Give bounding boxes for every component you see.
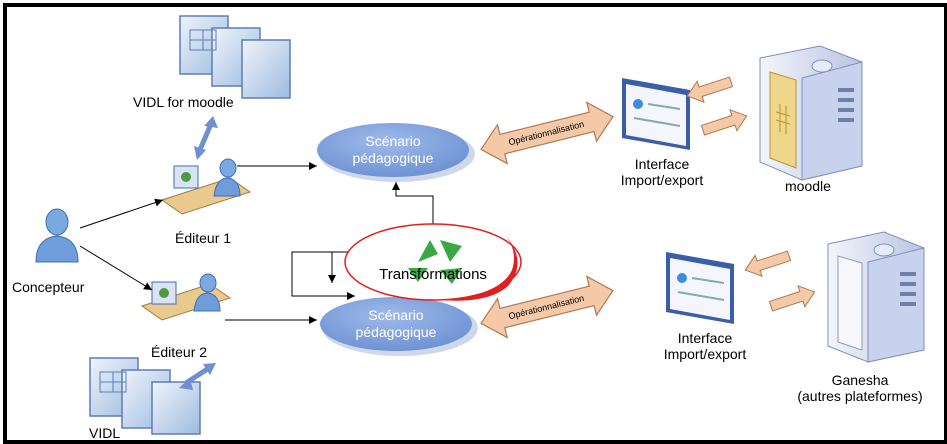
ganesha-label: Ganesha (autres plateformes): [780, 372, 940, 404]
interface-to-moodle-arrow: [700, 109, 748, 136]
interface2-window-icon: [666, 252, 734, 324]
interface1-label-line1: Interface: [634, 156, 690, 172]
connector-loop-scenario2: [291, 251, 362, 300]
scenario2-label-line2: pédagogique: [356, 324, 437, 340]
editor2-desk-icon: [140, 273, 232, 321]
interface-to-ganesha-arrow: [768, 285, 816, 312]
connector-concepteur-editor2: [79, 245, 153, 291]
moodle-server-icon: [759, 45, 863, 181]
ganesha-server-icon: [827, 231, 925, 363]
moodle-label: moodle: [785, 178, 831, 194]
concepteur-label: Concepteur: [12, 279, 85, 295]
connector-concepteur-editor1: [79, 198, 164, 229]
transformations-swoosh: [344, 223, 522, 301]
vidl-moodle-label: VIDL for moodle: [133, 94, 234, 110]
editor2-vidl-arrow: [179, 363, 216, 390]
interface1-window-icon: [622, 78, 690, 150]
vidl-moodle-editor1-arrow: [194, 116, 218, 160]
operationnalisation1-arrow: [480, 101, 614, 165]
diagram-border: [3, 3, 947, 444]
scenario1-node: [317, 123, 475, 182]
transformations-label: Transformations: [379, 266, 487, 283]
scenario2-node: [320, 297, 478, 356]
moodle-to-interface-arrow: [686, 76, 734, 103]
interface2-label-line2: Import/export: [663, 346, 747, 362]
interface2-label: Interface Import/export: [655, 330, 755, 362]
operationnalisation2-arrow: [480, 275, 614, 339]
editor1-desk-icon: [160, 158, 252, 215]
ganesha-label-line1: Ganesha: [831, 372, 889, 388]
vidl-moodle-documents-icon: [179, 15, 291, 99]
ganesha-to-interface-arrow: [744, 250, 792, 277]
interface2-label-line1: Interface: [677, 330, 733, 346]
scenario1-label-line1: Scénario: [365, 133, 420, 149]
interface1-label-line2: Import/export: [620, 172, 704, 188]
recycle-icon: [408, 240, 462, 284]
vidl-label: VIDL: [89, 425, 121, 441]
scenario1-label-line2: pédagogique: [353, 150, 434, 166]
concepteur-icon: [35, 208, 79, 263]
vidl-documents-icon: [89, 357, 201, 435]
connector-transformations-scenario1: [392, 182, 434, 240]
interface1-label: Interface Import/export: [612, 156, 712, 188]
connector-editor1-scenario1: [237, 162, 317, 170]
ganesha-label-line2: (autres plateformes): [797, 388, 923, 404]
scenario2-label-line1: Scénario: [368, 307, 423, 323]
editor2-label: Éditeur 2: [151, 344, 208, 360]
editor1-label: Éditeur 1: [175, 230, 232, 246]
